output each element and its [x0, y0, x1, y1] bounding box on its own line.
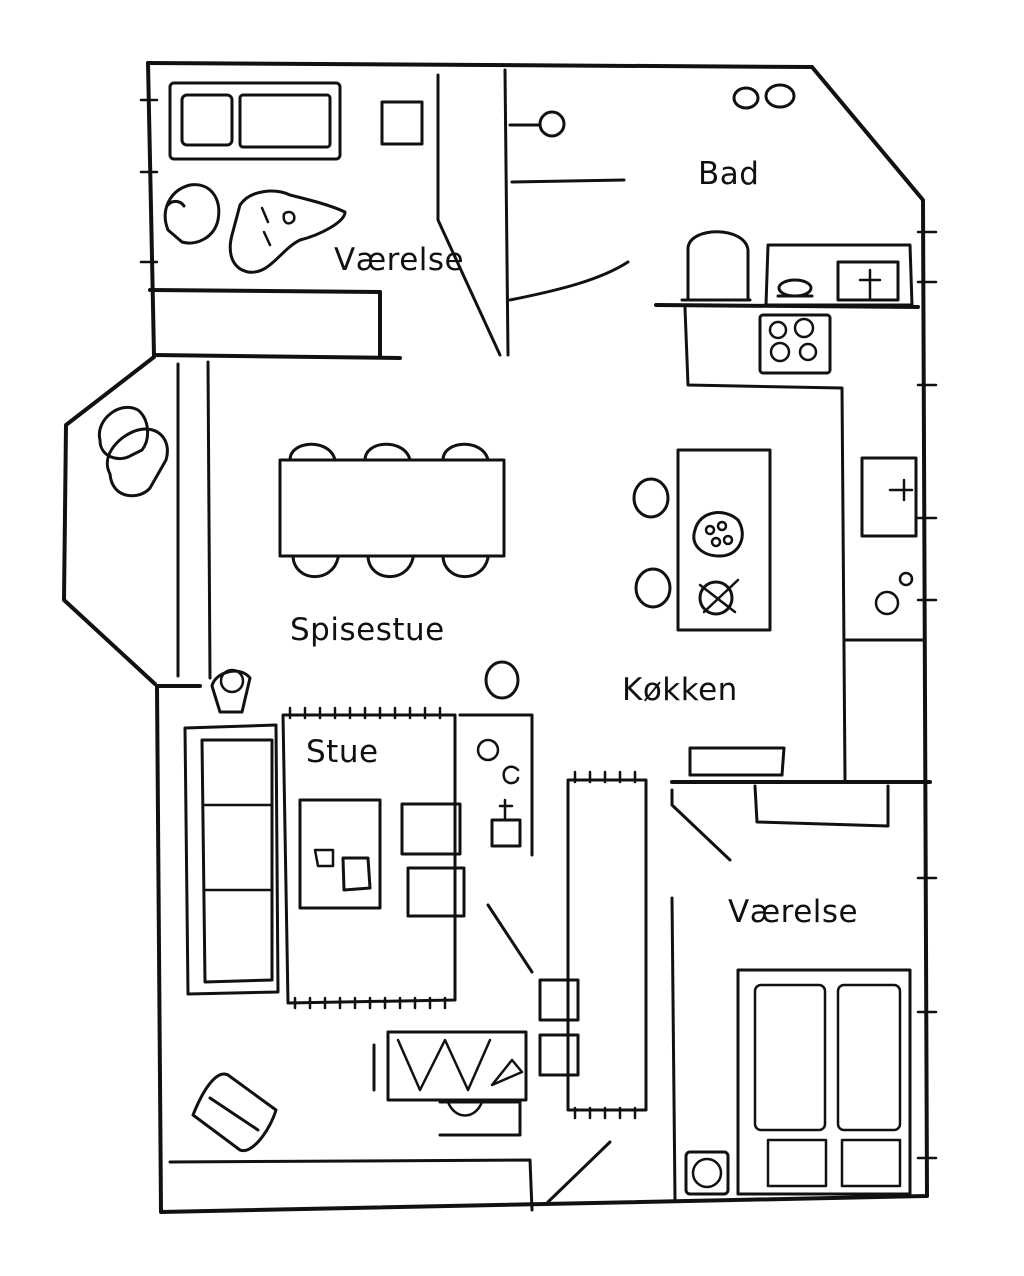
bathroom	[508, 83, 914, 307]
living-room	[168, 706, 580, 1212]
outer-walls	[146, 61, 929, 1214]
kitchen	[632, 303, 924, 782]
hall-runner	[546, 770, 648, 1204]
room-label-bedroom-bottom: Værelse	[728, 894, 859, 930]
dining-room	[210, 442, 520, 714]
room-label-dining: Spisestue	[290, 612, 445, 648]
bedroom-bottom	[670, 780, 932, 1202]
room-label-kitchen: Køkken	[622, 672, 738, 708]
bedroom-top	[148, 68, 630, 358]
room-label-bath: Bad	[698, 156, 760, 192]
window-ticks	[139, 98, 938, 1160]
room-label-bedroom-top: Værelse	[334, 242, 465, 278]
room-label-living: Stue	[306, 734, 379, 770]
bay-window	[62, 355, 212, 686]
